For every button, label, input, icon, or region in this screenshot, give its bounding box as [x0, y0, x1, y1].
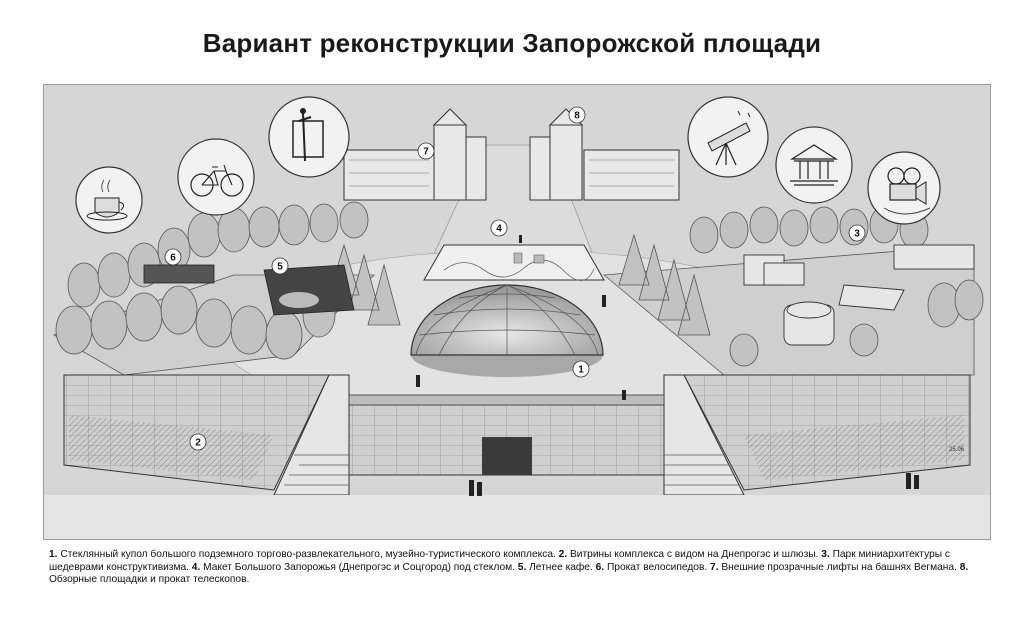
- sculpture-icon: [268, 96, 350, 178]
- marker-2: 2: [189, 433, 207, 451]
- page-title: Вариант реконструкции Запорожской площад…: [202, 28, 822, 58]
- marker-4: 4: [490, 219, 508, 237]
- svg-text:6: 6: [170, 253, 176, 264]
- svg-text:1: 1: [578, 365, 584, 376]
- left-building-complex: [343, 108, 487, 201]
- movie-camera-icon: [867, 151, 941, 225]
- marker-7: 7: [417, 142, 435, 160]
- legend-item-8: 8. Обзорные площадки и прокат телескопов…: [49, 561, 969, 586]
- bicycle-icon: [177, 138, 255, 216]
- legend-item-6: 6. Прокат велосипедов.: [595, 561, 711, 573]
- reconstruction-illustration: 1 2 3 4 5 6 7 8 25.06: [43, 84, 991, 540]
- right-showcase-windows: [683, 374, 971, 491]
- legend-item-3: 3. Парк миниархитектуры с шедеврами конс…: [49, 549, 950, 573]
- svg-text:5: 5: [277, 262, 283, 273]
- summer-cafe: [263, 264, 355, 316]
- underground-entrance-facade: [348, 394, 665, 476]
- marker-6: 6: [164, 248, 182, 266]
- svg-text:4: 4: [496, 224, 502, 235]
- caption-legend: 1. Стеклянный купол большого подземного …: [49, 549, 979, 587]
- legend-item-1: 1. Стеклянный купол большого подземного …: [49, 549, 559, 560]
- coffee-cup-icon: [75, 166, 143, 234]
- svg-text:3: 3: [854, 229, 860, 240]
- marker-3: 3: [848, 224, 866, 242]
- telescope-icon: [687, 96, 769, 178]
- marker-1: 1: [572, 360, 590, 378]
- svg-text:7: 7: [423, 147, 429, 158]
- foreground-pavement: [44, 495, 990, 539]
- mini-architecture-park: [743, 244, 975, 346]
- city-model-under-glass: [423, 244, 605, 281]
- svg-text:2: 2: [195, 438, 201, 449]
- svg-text:8: 8: [574, 111, 580, 122]
- legend-item-7: 7. Внешние прозрачные лифты на башнях Ве…: [710, 561, 960, 573]
- artist-signature: 25.06: [949, 447, 965, 453]
- left-showcase-windows: [63, 374, 330, 491]
- glass-dome: [410, 284, 604, 377]
- pedestrians: [416, 235, 919, 496]
- bicycle-rental-kiosk: [143, 264, 215, 284]
- marker-5: 5: [271, 257, 289, 275]
- legend-item-2: 2. Витрины комплекса с видом на Днепрогэ…: [558, 549, 822, 560]
- right-building-complex: [529, 108, 680, 201]
- legend-item-5: 5. Летнее кафе.: [517, 561, 596, 573]
- museum-icon: [775, 126, 853, 204]
- marker-8: 8: [568, 106, 586, 124]
- legend-item-4: 4. Макет Большого Запорожья (Днепрогэс и…: [191, 561, 518, 573]
